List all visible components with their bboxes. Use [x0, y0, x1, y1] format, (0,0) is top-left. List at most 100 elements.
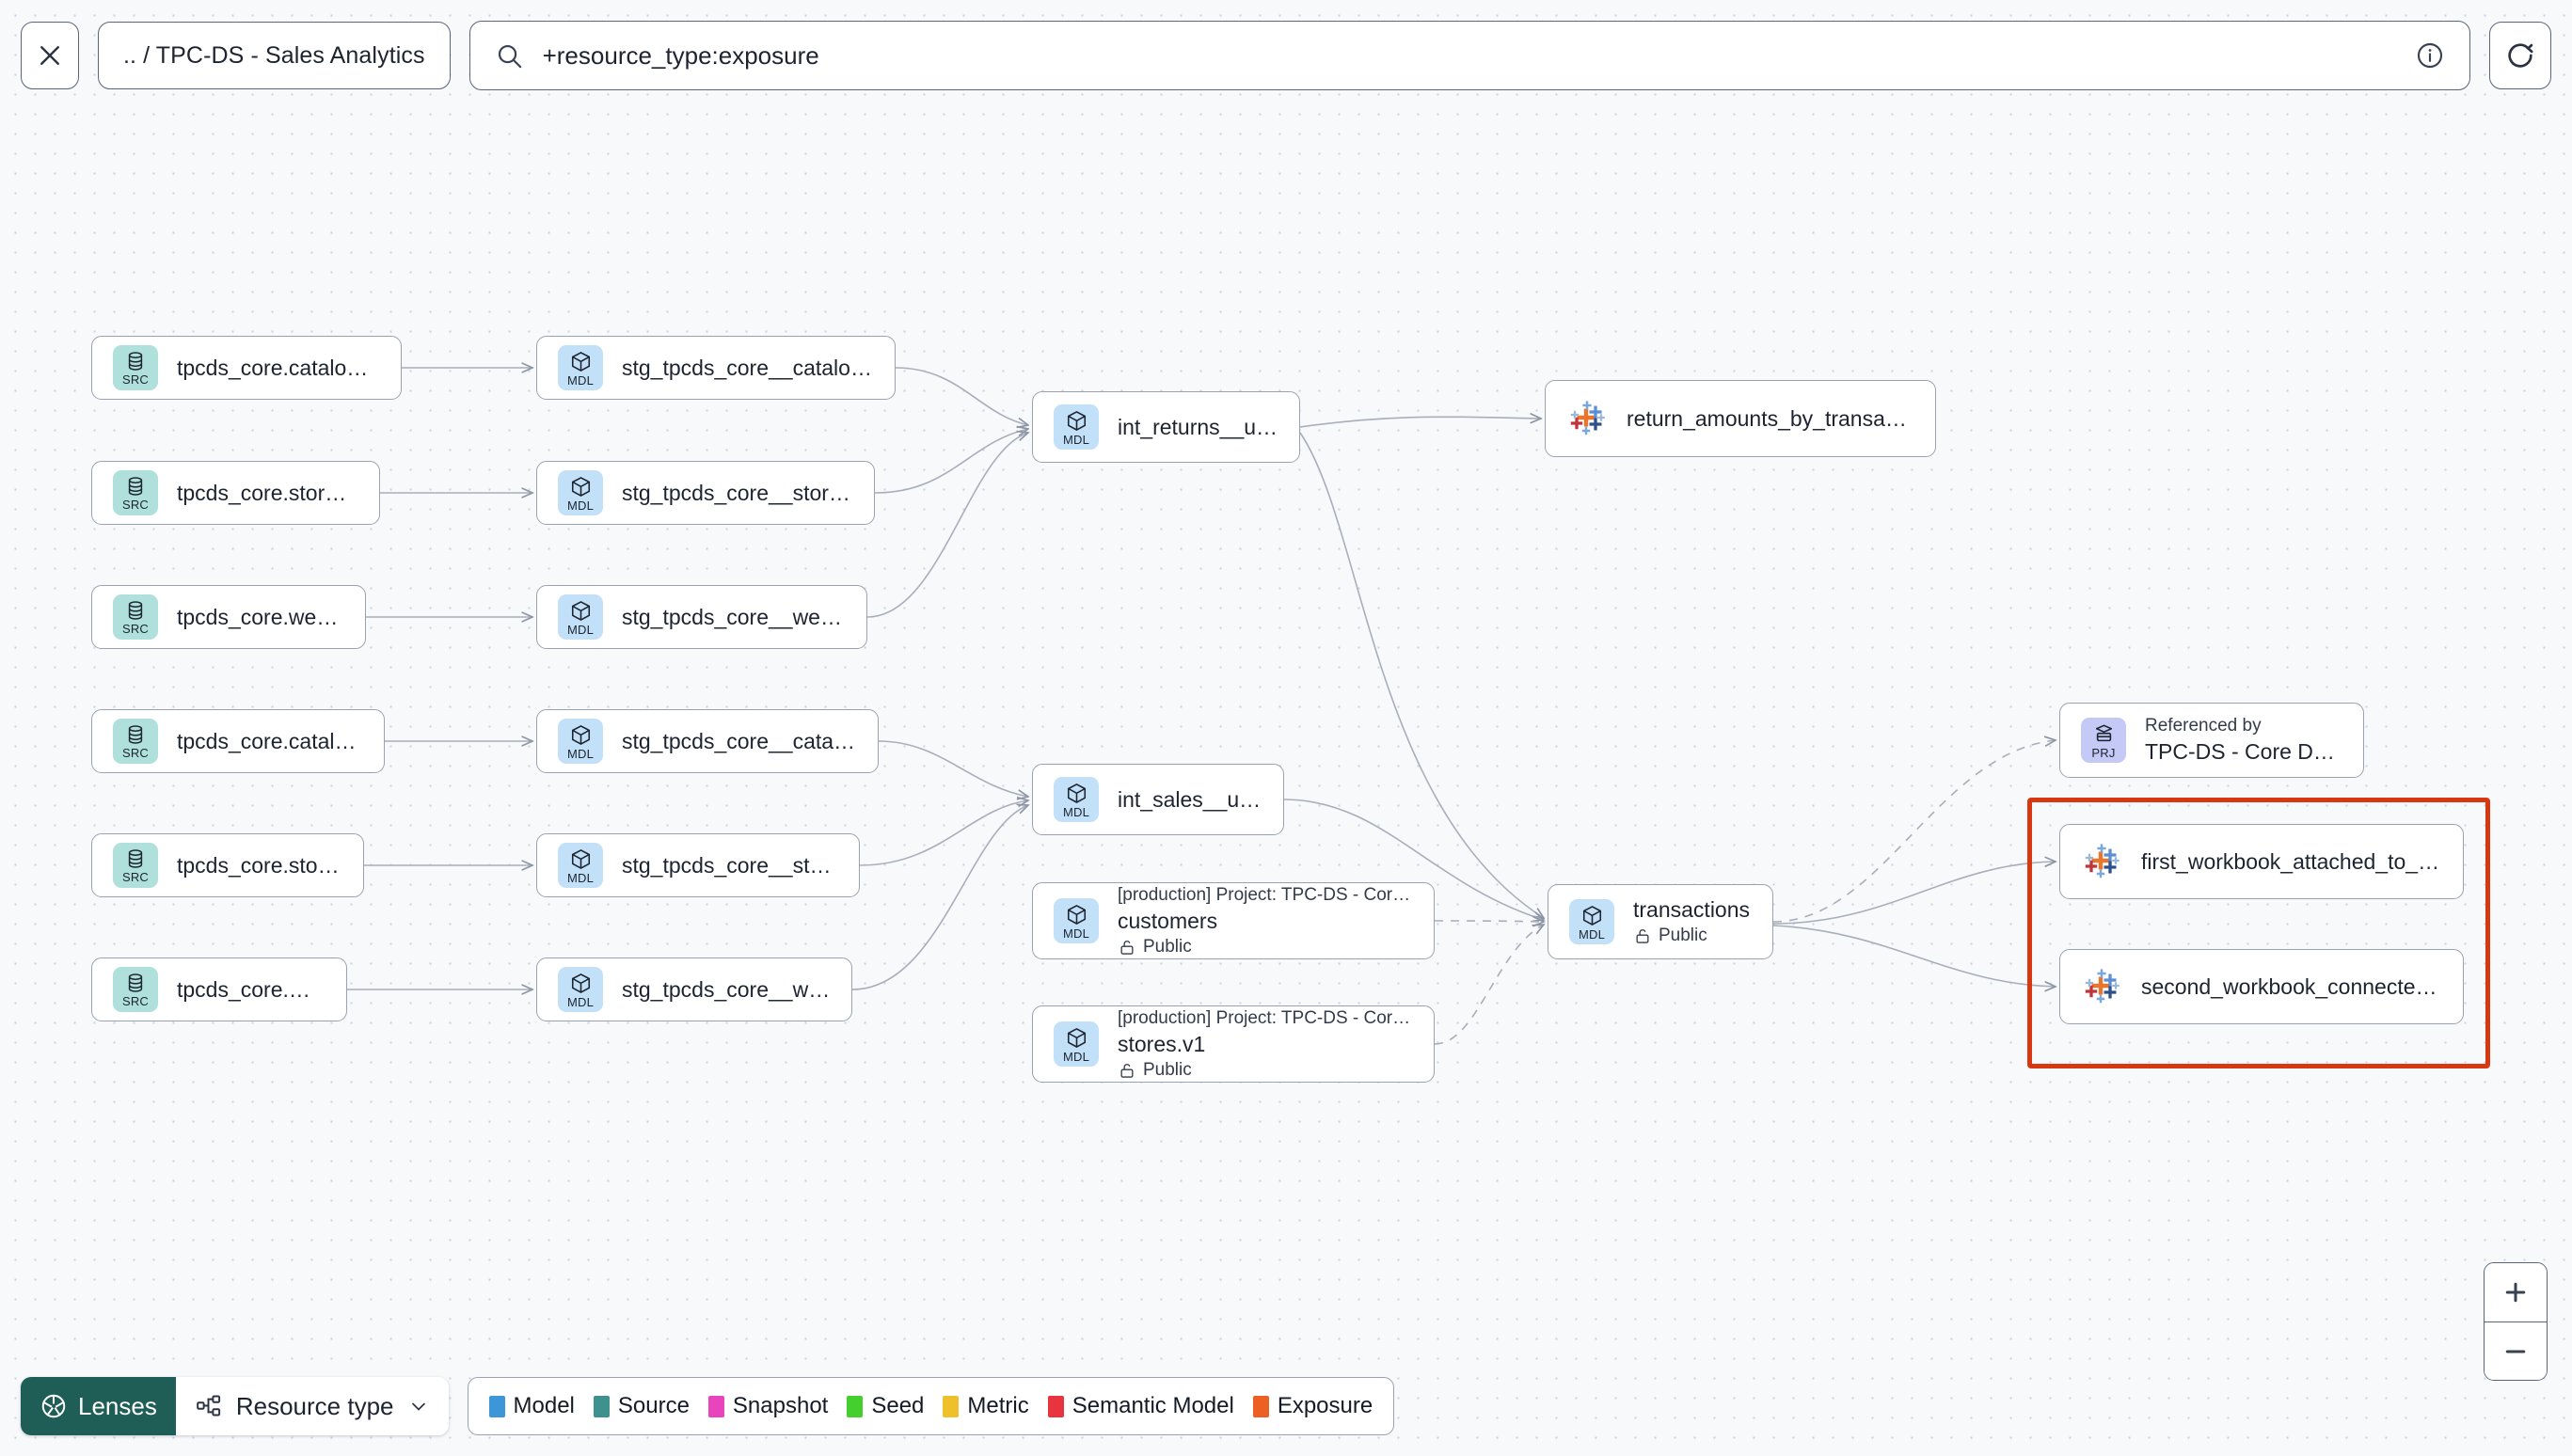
- node-title: tpcds_core.catalog_sales: [177, 728, 363, 753]
- graph-node-stg_web_sales[interactable]: MDL stg_tpcds_core__web_sales: [536, 957, 852, 1021]
- graph-node-src_catalog_returns[interactable]: SRC tpcds_core.catalog_returns: [91, 336, 402, 400]
- refresh-icon: [2508, 43, 2533, 68]
- zoom-in-button[interactable]: [2485, 1263, 2547, 1321]
- project-stack-icon: [2095, 724, 2112, 741]
- legend-item-metric[interactable]: Metric: [943, 1393, 1029, 1419]
- refresh-button[interactable]: [2489, 22, 2551, 89]
- graph-node-mdl_customers[interactable]: MDL [production] Project: TPC-DS - Core D…: [1032, 882, 1435, 959]
- node-visibility: Public: [1118, 1060, 1413, 1081]
- zoom-out-button[interactable]: [2485, 1321, 2547, 1380]
- legend-item-snapshot[interactable]: Snapshot: [707, 1393, 828, 1419]
- graph-node-stg_catalog_returns[interactable]: MDL stg_tpcds_core__catalog_returns: [536, 336, 896, 400]
- graph-node-src_web_sales[interactable]: SRC tpcds_core.web_sales: [91, 957, 347, 1021]
- unlock-icon: [1120, 1063, 1134, 1078]
- cube-icon: [1067, 904, 1086, 925]
- lenses-control-group: Lenses Resource type: [21, 1377, 449, 1435]
- node-subtitle: [production] Project: TPC-DS - Core Data…: [1118, 884, 1413, 905]
- cube-icon: [1582, 905, 1601, 926]
- database-icon: [128, 601, 143, 620]
- node-body: tpcds_core.store_returns: [177, 481, 358, 506]
- legend-item-model[interactable]: Model: [488, 1393, 575, 1419]
- node-type-badge-label: PRJ: [2091, 745, 2116, 760]
- node-type-badge-mdl: MDL: [1054, 404, 1099, 450]
- legend-item-seed[interactable]: Seed: [847, 1393, 924, 1419]
- node-type-badge-label: SRC: [121, 372, 150, 387]
- cube-icon: [571, 973, 590, 993]
- graph-node-exp_first_workbook[interactable]: first_workbook_attached_to_tpc-ds_-_…: [2059, 824, 2464, 899]
- node-body: tpcds_core.web_sales: [177, 977, 325, 1003]
- node-body: tpcds_core.web_returns: [177, 605, 344, 630]
- graph-node-src_catalog_sales[interactable]: SRC tpcds_core.catalog_sales: [91, 709, 385, 773]
- graph-node-int_returns_unioned[interactable]: MDL int_returns__unioned: [1032, 391, 1300, 463]
- search-bar[interactable]: +resource_type:exposure: [468, 21, 2470, 90]
- bottom-controls: Lenses Resource type Model Source Snapsh…: [21, 1377, 1395, 1435]
- node-type-badge-label: MDL: [566, 870, 595, 885]
- node-title: tpcds_core.store_returns: [177, 480, 358, 505]
- node-body: second_workbook_connected_to_live…: [2141, 974, 2442, 1000]
- legend-label: Source: [617, 1393, 690, 1418]
- node-body: tpcds_core.catalog_sales: [177, 729, 363, 754]
- close-button[interactable]: [21, 22, 79, 89]
- node-body: stg_tpcds_core__catalog_returns: [622, 356, 874, 381]
- cube-icon: [1067, 410, 1086, 431]
- resource-type-label: Resource type: [235, 1391, 394, 1420]
- node-title: tpcds_core.catalog_returns: [177, 355, 380, 380]
- node-title: int_sales__unioned: [1118, 786, 1262, 812]
- tableau-exposure-icon: [2085, 844, 2120, 878]
- close-icon: [40, 46, 59, 65]
- node-visibility: Public: [1633, 926, 1750, 946]
- node-title: first_workbook_attached_to_tpc-ds_-_…: [2141, 848, 2442, 874]
- database-icon: [128, 973, 143, 992]
- graph-node-exp_second_workbook[interactable]: second_workbook_connected_to_live…: [2059, 949, 2464, 1024]
- cube-icon: [571, 600, 590, 621]
- hierarchy-icon: [197, 1395, 220, 1416]
- legend-swatch: [943, 1395, 960, 1417]
- node-body: transactions Public: [1633, 897, 1750, 946]
- cube-icon: [571, 848, 590, 869]
- node-type-badge-mdl: MDL: [558, 345, 603, 390]
- graph-node-exp_return_amounts[interactable]: return_amounts_by_transaction_type: [1545, 380, 1936, 457]
- node-type-badge-mdl: MDL: [1054, 898, 1099, 943]
- node-type-badge-label: MDL: [1578, 926, 1606, 942]
- legend-label: Exposure: [1277, 1393, 1373, 1418]
- node-type-badge-src: SRC: [113, 967, 158, 1012]
- graph-node-mdl_transactions[interactable]: MDL transactions Public: [1548, 884, 1773, 959]
- top-toolbar: .. / TPC-DS - Sales Analytics +resource_…: [0, 0, 2572, 111]
- legend-item-source[interactable]: Source: [593, 1393, 690, 1419]
- cube-icon: [571, 351, 590, 372]
- cube-icon: [571, 476, 590, 497]
- legend-item-exposure[interactable]: Exposure: [1252, 1393, 1373, 1419]
- node-type-badge-mdl: MDL: [558, 719, 603, 764]
- node-type-badge-src: SRC: [113, 719, 158, 764]
- zoom-controls: [2484, 1262, 2548, 1381]
- node-body: int_returns__unioned: [1118, 415, 1278, 440]
- node-type-badge-label: MDL: [566, 372, 595, 388]
- node-subtitle: Referenced by: [2145, 716, 2262, 736]
- node-type-badge-mdl: MDL: [1054, 1021, 1099, 1067]
- lenses-button[interactable]: Lenses: [21, 1377, 176, 1435]
- chevron-down-icon: [411, 1402, 425, 1411]
- search-icon: [498, 44, 521, 68]
- info-icon[interactable]: [2415, 40, 2445, 71]
- node-type-badge-label: MDL: [566, 994, 595, 1009]
- node-subtitle: [production] Project: TPC-DS - Core Data…: [1118, 1007, 1413, 1028]
- aperture-icon: [41, 1394, 66, 1418]
- resource-type-dropdown[interactable]: Resource type: [175, 1377, 449, 1435]
- cube-icon: [1067, 1027, 1086, 1048]
- graph-node-mdl_stores_v1[interactable]: MDL [production] Project: TPC-DS - Core D…: [1032, 1005, 1435, 1083]
- legend-item-semantic-model[interactable]: Semantic Model: [1047, 1393, 1234, 1419]
- node-type-badge-src: SRC: [113, 843, 158, 888]
- breadcrumb[interactable]: .. / TPC-DS - Sales Analytics: [98, 22, 451, 89]
- node-title: stg_tpcds_core__web_sales: [622, 976, 831, 1002]
